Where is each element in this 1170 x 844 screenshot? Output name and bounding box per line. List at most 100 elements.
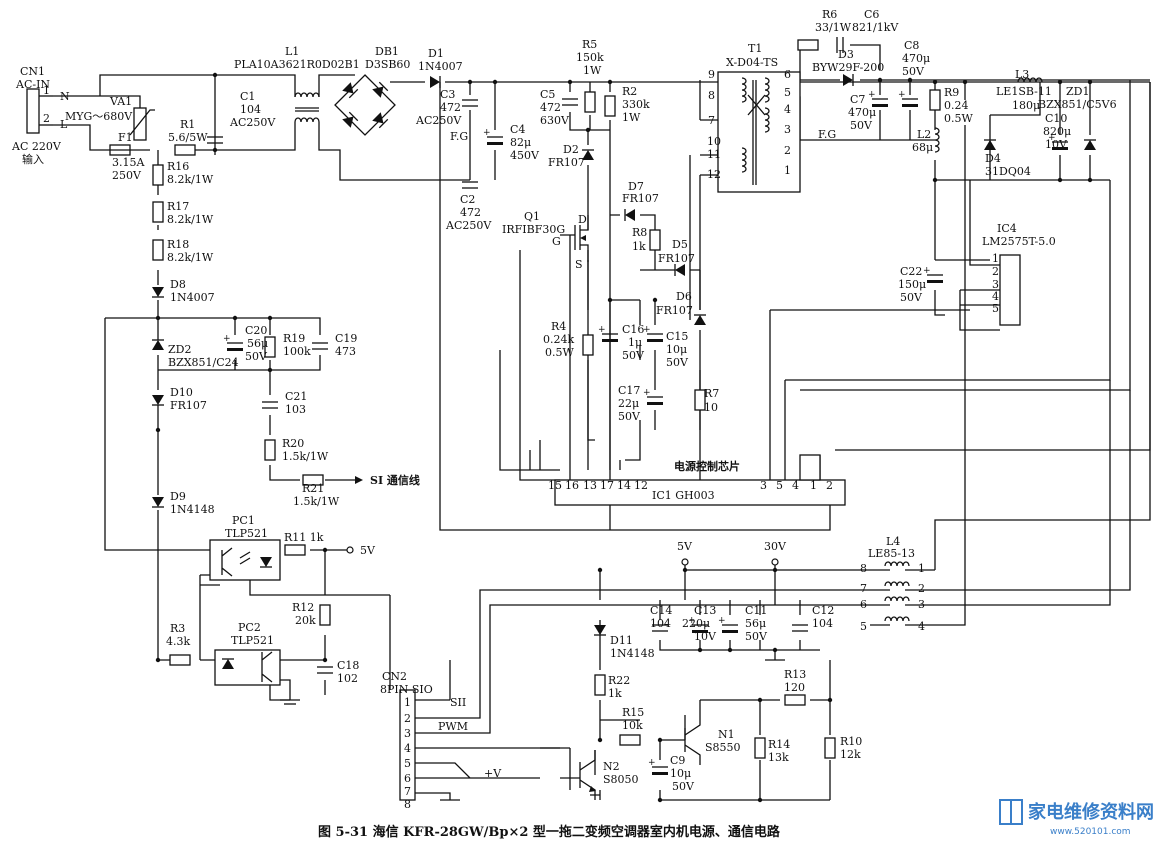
r22-label: R22: [608, 674, 630, 687]
r19-value: 100k: [283, 345, 311, 358]
l4-value: LE85-13: [868, 547, 915, 560]
r6-value: 33/1W: [815, 21, 852, 34]
cn2-pin1: 1: [404, 696, 411, 709]
c18-value: 102: [337, 672, 358, 685]
c20-value-1: 56μ: [247, 337, 268, 350]
l4-pin8: 8: [860, 562, 867, 575]
c2-value-1: 472: [460, 206, 481, 219]
c7-value-2: 50V: [850, 119, 873, 132]
ic1-pin12: 12: [634, 479, 648, 492]
r18-label: R18: [167, 238, 189, 251]
r13-label: R13: [784, 668, 806, 681]
l3-label: L3: [1015, 68, 1029, 81]
pc2-optocoupler: [214, 649, 281, 686]
n2-label: N2: [603, 760, 620, 773]
c22-value-2: 50V: [900, 291, 923, 304]
ic1-power-control-chip: [554, 479, 846, 506]
db1-value: D3SB60: [365, 58, 410, 71]
c18-label: C18: [337, 659, 359, 672]
l4-label: L4: [886, 535, 900, 548]
c10-value-1: 820μ: [1043, 125, 1071, 138]
pc2-value: TLP521: [231, 634, 274, 647]
r8-label: R8: [632, 226, 647, 239]
ic1-pin14: 14: [617, 479, 631, 492]
t1-pin2: 2: [784, 144, 791, 157]
c21-value: 103: [285, 403, 306, 416]
f1-value-1: 3.15A: [112, 156, 145, 169]
r4-label: R4: [551, 320, 566, 333]
r14-label: R14: [768, 738, 790, 751]
d2-value: FR107: [548, 156, 585, 169]
ic1-pin3: 3: [760, 479, 767, 492]
r6-label: R6: [822, 8, 837, 21]
d3-label: D3: [838, 48, 854, 61]
ic4-regulator: [999, 254, 1021, 326]
c20-value-2: 50V: [245, 350, 268, 363]
c22-label: C22: [900, 265, 922, 278]
ic1-pin17: 17: [600, 479, 614, 492]
c16-label: C16: [622, 323, 644, 336]
ic1-pin1: 1: [810, 479, 817, 492]
r20-label: R20: [282, 437, 304, 450]
r1-label: R1: [180, 118, 195, 131]
ic4-pin5: 5: [992, 302, 999, 315]
c9-value-2: 50V: [672, 780, 695, 793]
pin-n: N: [60, 90, 70, 103]
r5-label: R5: [582, 38, 597, 51]
watermark: 家电维修资料网 www.520101.com: [999, 799, 1154, 837]
r15-value: 10k: [622, 719, 643, 732]
d6-label: D6: [676, 290, 692, 303]
r13-value: 120: [784, 681, 805, 694]
d10-value: FR107: [170, 399, 207, 412]
va1-varistor: [133, 107, 147, 141]
l4-pin6: 6: [860, 598, 867, 611]
r12-value: 20k: [295, 614, 316, 627]
c10-value-2: 10V: [1045, 138, 1068, 151]
c4-label: C4: [510, 123, 525, 136]
t1-pin10: 10: [707, 135, 721, 148]
n1-label: N1: [718, 728, 735, 741]
c2-value-2: AC250V: [445, 219, 492, 232]
r17-label: R17: [167, 200, 189, 213]
t1-pin3: 3: [784, 123, 791, 136]
ac-input-1: AC 220V: [11, 140, 62, 153]
zd1-label: ZD1: [1066, 85, 1089, 98]
c17-value-1: 22μ: [618, 397, 639, 410]
zd2-label: ZD2: [168, 343, 191, 356]
va1-value: MYG～680V: [65, 110, 133, 123]
c9-label: C9: [670, 754, 685, 767]
r17-value: 8.2k/1W: [167, 213, 214, 226]
d11-value: 1N4148: [610, 647, 655, 660]
c17-value-2: 50V: [618, 410, 641, 423]
ic4-pin4: 4: [992, 290, 999, 303]
t1-pin6: 6: [784, 68, 791, 81]
r3-label: R3: [170, 622, 185, 635]
r1-value: 5.6/5W: [168, 131, 208, 144]
r2-value-1: 330k: [622, 98, 650, 111]
c6-value: 821/1kV: [852, 21, 899, 34]
pwm-label: PWM: [438, 720, 468, 733]
t1-label: T1: [748, 42, 762, 55]
t1-pin5: 5: [784, 86, 791, 99]
cn2-pin5: 5: [404, 757, 411, 770]
pc1-value: TLP521: [225, 527, 268, 540]
c3-label: C3: [440, 88, 455, 101]
q1-label: Q1: [524, 210, 540, 223]
c19-value: 473: [335, 345, 356, 358]
ic4-pin2: 2: [992, 265, 999, 278]
c2-label: C2: [460, 193, 475, 206]
cn2-pin6: 6: [404, 772, 411, 785]
l2-label: L2: [917, 128, 931, 141]
r21-label: R21: [302, 482, 324, 495]
c1-label: C1: [240, 90, 255, 103]
c5-value-2: 630V: [540, 114, 570, 127]
c12-label: C12: [812, 604, 834, 617]
l1-common-mode-choke: [290, 74, 325, 151]
c22-value-1: 150μ: [898, 278, 926, 291]
watermark-text: 家电维修资料网: [1028, 801, 1154, 823]
r9-label: R9: [944, 86, 959, 99]
c8-label: C8: [904, 39, 919, 52]
r5-value-1: 150k: [576, 51, 604, 64]
cn2-value: 8PIN SIO: [380, 683, 433, 696]
c4-value-2: 450V: [510, 149, 540, 162]
